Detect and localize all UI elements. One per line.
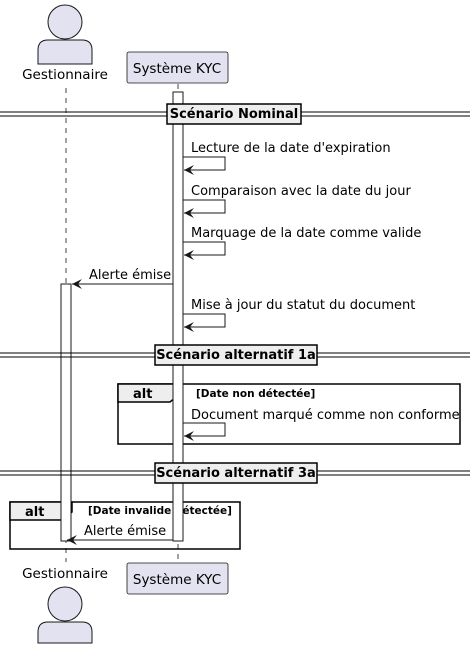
alt-fragment-1-guard: [Date non détectée] [196, 388, 315, 400]
kyc-participant-top: Système KYC [126, 51, 229, 84]
gestionnaire-label-top: Gestionnaire [22, 67, 108, 83]
kyc-label-top: Système KYC [133, 61, 221, 77]
actor-body-icon [37, 621, 93, 644]
message-mise-a-jour-statut: Mise à jour du statut du document [183, 298, 415, 332]
message-lecture-date-label: Lecture de la date d'expiration [191, 141, 391, 156]
gestionnaire-activation-bar [60, 283, 72, 542]
divider-nominal-label: Scénario Nominal [170, 107, 299, 122]
message-comparaison-date: Comparaison avec la date du jour [183, 184, 411, 218]
gestionnaire-label-bottom: Gestionnaire [22, 566, 108, 582]
message-alerte-emise-1-label: Alerte émise [89, 268, 171, 283]
message-non-conforme: Document marqué comme non conforme [183, 408, 460, 441]
message-mise-a-jour-statut-label: Mise à jour du statut du document [191, 298, 415, 313]
divider-alt-3a: Scénario alternatif 3a [0, 462, 470, 484]
alt-fragment-1: alt [Date non détectée] [117, 383, 461, 445]
divider-alt-1a: Scénario alternatif 1a [0, 344, 470, 366]
kyc-activation-bar [172, 91, 184, 542]
message-marquage-valide-label: Marquage de la date comme valide [191, 226, 421, 241]
message-lecture-date: Lecture de la date d'expiration [183, 141, 391, 175]
actor-body-icon [37, 39, 93, 65]
alt-fragment-2-guard: [Date invalide détectée] [88, 505, 232, 517]
actor-head-icon [47, 4, 83, 40]
kyc-participant-bottom: Système KYC [126, 562, 229, 595]
alt-fragment-2: alt [Date invalide détectée] [9, 501, 241, 550]
message-marquage-valide: Marquage de la date comme valide [183, 226, 421, 260]
gestionnaire-actor-top: Gestionnaire [22, 4, 108, 83]
actor-head-icon [47, 586, 83, 622]
message-comparaison-date-label: Comparaison avec la date du jour [191, 184, 411, 199]
message-non-conforme-label: Document marqué comme non conforme [191, 408, 460, 423]
kyc-label-bottom: Système KYC [133, 572, 221, 588]
alt-fragment-1-keyword: alt [133, 387, 152, 402]
message-alerte-emise-2-label: Alerte émise [84, 524, 166, 539]
divider-alt-3a-label: Scénario alternatif 3a [156, 466, 316, 481]
alt-fragment-2-keyword: alt [25, 505, 44, 520]
gestionnaire-actor-bottom: Gestionnaire [22, 566, 108, 644]
divider-nominal: Scénario Nominal [0, 103, 470, 125]
message-alerte-emise-1: Alerte émise [72, 268, 173, 289]
message-alerte-emise-2: Alerte émise [67, 524, 173, 545]
divider-alt-1a-label: Scénario alternatif 1a [156, 348, 316, 363]
